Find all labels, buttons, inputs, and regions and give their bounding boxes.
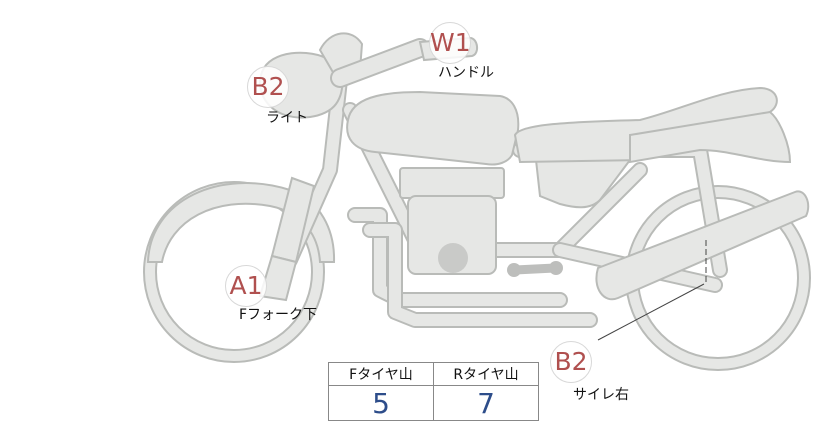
muffler	[595, 190, 810, 301]
grade-badge-muffler: B2	[550, 341, 592, 383]
bolt-right	[549, 261, 563, 275]
value-front-tire: 5	[328, 385, 434, 421]
engine-head	[399, 167, 505, 199]
chain-adjuster	[510, 263, 560, 275]
rear-fender	[629, 110, 792, 164]
table-header-row: Fタイヤ山 Rタイヤ山	[328, 362, 539, 386]
label-handlebar: ハンドル	[438, 65, 494, 81]
label-muffler: サイレ右	[573, 387, 629, 403]
header-rear-tire: Rタイヤ山	[433, 362, 539, 386]
tire-tread-table: Fタイヤ山 Rタイヤ山 5 7	[328, 362, 539, 421]
grade-badge-front-fork: A1	[225, 265, 267, 307]
value-rear-tire: 7	[433, 385, 539, 421]
side-cover	[534, 159, 632, 209]
bolt-left	[507, 263, 521, 277]
seat	[513, 86, 778, 164]
table-value-row: 5 7	[328, 385, 539, 421]
grade-badge-handlebar: W1	[429, 22, 471, 64]
label-light: ライト	[266, 110, 308, 126]
header-front-tire: Fタイヤ山	[328, 362, 434, 386]
engine-block	[407, 195, 497, 275]
leader-line	[597, 283, 705, 341]
label-front-fork: Fフォーク下	[239, 307, 318, 323]
engine-cover	[438, 243, 468, 273]
grade-badge-light: B2	[247, 66, 289, 108]
fuel-tank	[346, 90, 520, 166]
